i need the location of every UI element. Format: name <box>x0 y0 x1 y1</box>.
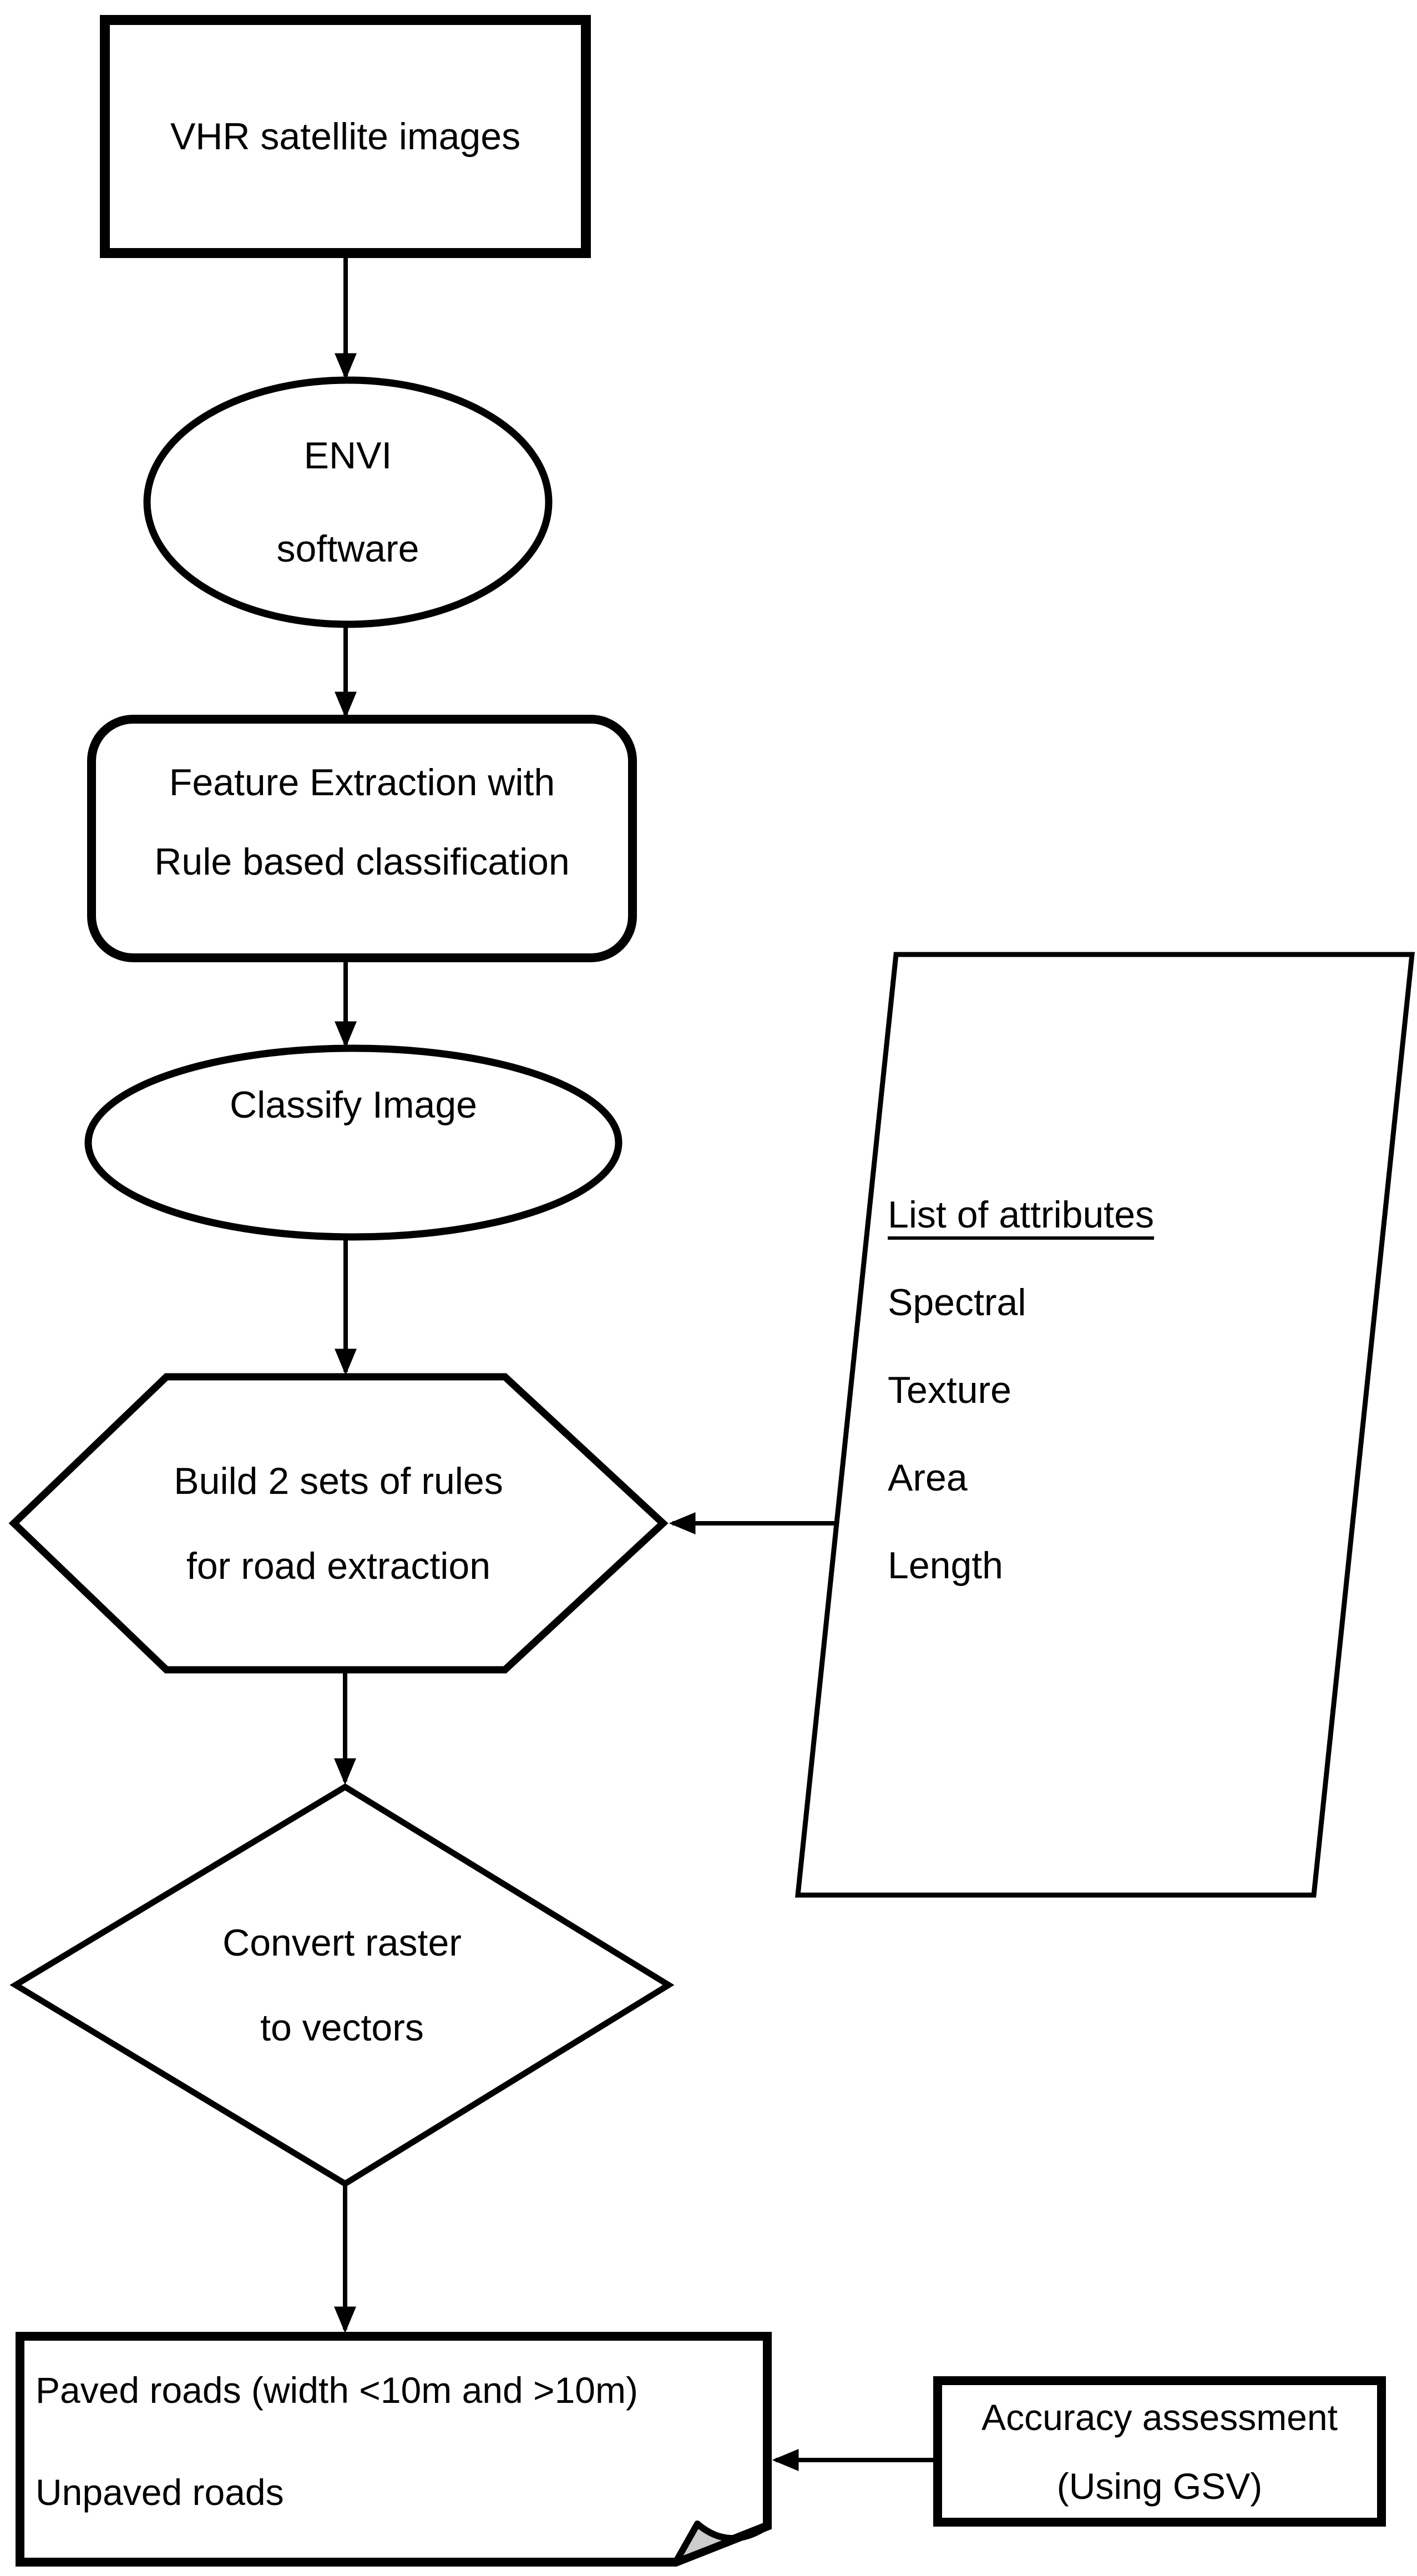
rules-label-line2: for road extraction <box>186 1544 491 1587</box>
build-rules-hexagon-shape <box>8 1373 669 1674</box>
output-label-line2: Unpaved roads <box>36 2472 284 2513</box>
attribute-item-area: Area <box>888 1457 968 1499</box>
node-convert-raster: Convert raster to vectors <box>16 1787 669 2184</box>
node-attributes-list: List of attributes Spectral Texture Area… <box>888 1190 1343 1612</box>
convert-label-line1: Convert raster <box>222 1922 462 1964</box>
classify-label: Classify Image <box>230 1084 477 1126</box>
accuracy-label-line2: (Using GSV) <box>1056 2465 1263 2507</box>
accuracy-label-line1: Accuracy assessment <box>981 2396 1338 2438</box>
envi-label-line1: ENVI <box>303 435 392 477</box>
classify-image-ellipse-shape <box>84 1044 623 1241</box>
vhr-rectangle-shape <box>100 15 591 258</box>
attributes-title: List of attributes <box>888 1194 1155 1236</box>
node-accuracy-assessment: Accuracy assessment (Using GSV) <box>938 2381 1381 2522</box>
node-feature-extraction: Feature Extraction with Rule based class… <box>92 719 632 958</box>
vhr-label: VHR satellite images <box>170 115 521 158</box>
convert-label-line2: to vectors <box>260 2007 424 2049</box>
folded-corner <box>672 2521 771 2565</box>
attribute-item-length: Length <box>888 1544 1003 1587</box>
node-vhr-satellite-images: VHR satellite images <box>105 20 586 253</box>
feature-label-line1: Feature Extraction with <box>169 761 555 804</box>
attribute-item-spectral: Spectral <box>888 1281 1026 1324</box>
accuracy-rectangle-shape <box>933 2376 1386 2527</box>
node-output-roads: Paved roads (width <10m and >10m) Unpave… <box>20 2336 767 2562</box>
rules-label-line1: Build 2 sets of rules <box>174 1459 503 1502</box>
attributes-parallelogram-shape <box>795 952 1415 1898</box>
feature-label-line2: Rule based classification <box>154 841 570 883</box>
node-envi-software: ENVI software <box>147 380 549 624</box>
attribute-item-texture: Texture <box>888 1369 1011 1411</box>
output-label-line1: Paved roads (width <10m and >10m) <box>36 2370 638 2411</box>
node-build-rules: Build 2 sets of rules for road extractio… <box>14 1377 663 1670</box>
feature-extraction-rounded-rect-shape <box>87 715 637 962</box>
node-classify-image: Classify Image <box>88 1048 619 1237</box>
convert-raster-diamond-shape <box>9 1783 675 2188</box>
envi-label-line2: software <box>276 528 419 570</box>
